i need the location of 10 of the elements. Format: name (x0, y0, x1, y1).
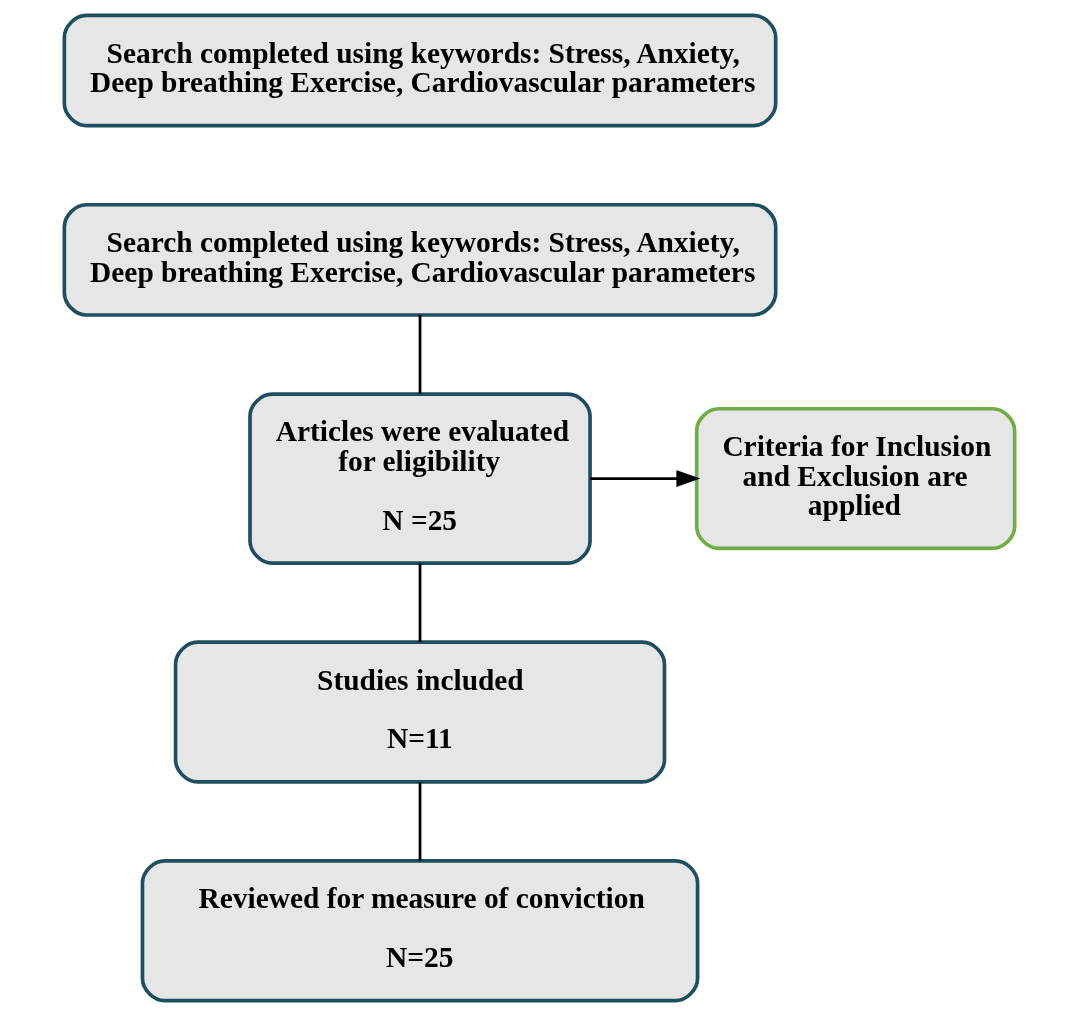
node-box: Search completed using keywords: Stress, Anxiety, Deep breathing Exercise, Cardiovascular parameters (62, 202, 778, 317)
node-box: Studies included N=11 (173, 640, 666, 784)
connector (418, 782, 421, 861)
connector (418, 315, 421, 394)
node-box: Reviewed for measure of conviction N=25 (140, 859, 699, 1003)
connector (418, 563, 421, 643)
node-box: Search completed using keywords: Stress, Anxiety, Deep breathing Exercise, Cardiovascular parameters (62, 13, 778, 128)
node-box: Articles were evaluated for eligibility N =25 (247, 392, 592, 565)
node-box: Criteria for Inclusion and Exclusion are applied (694, 406, 1016, 551)
arrow (589, 470, 700, 487)
